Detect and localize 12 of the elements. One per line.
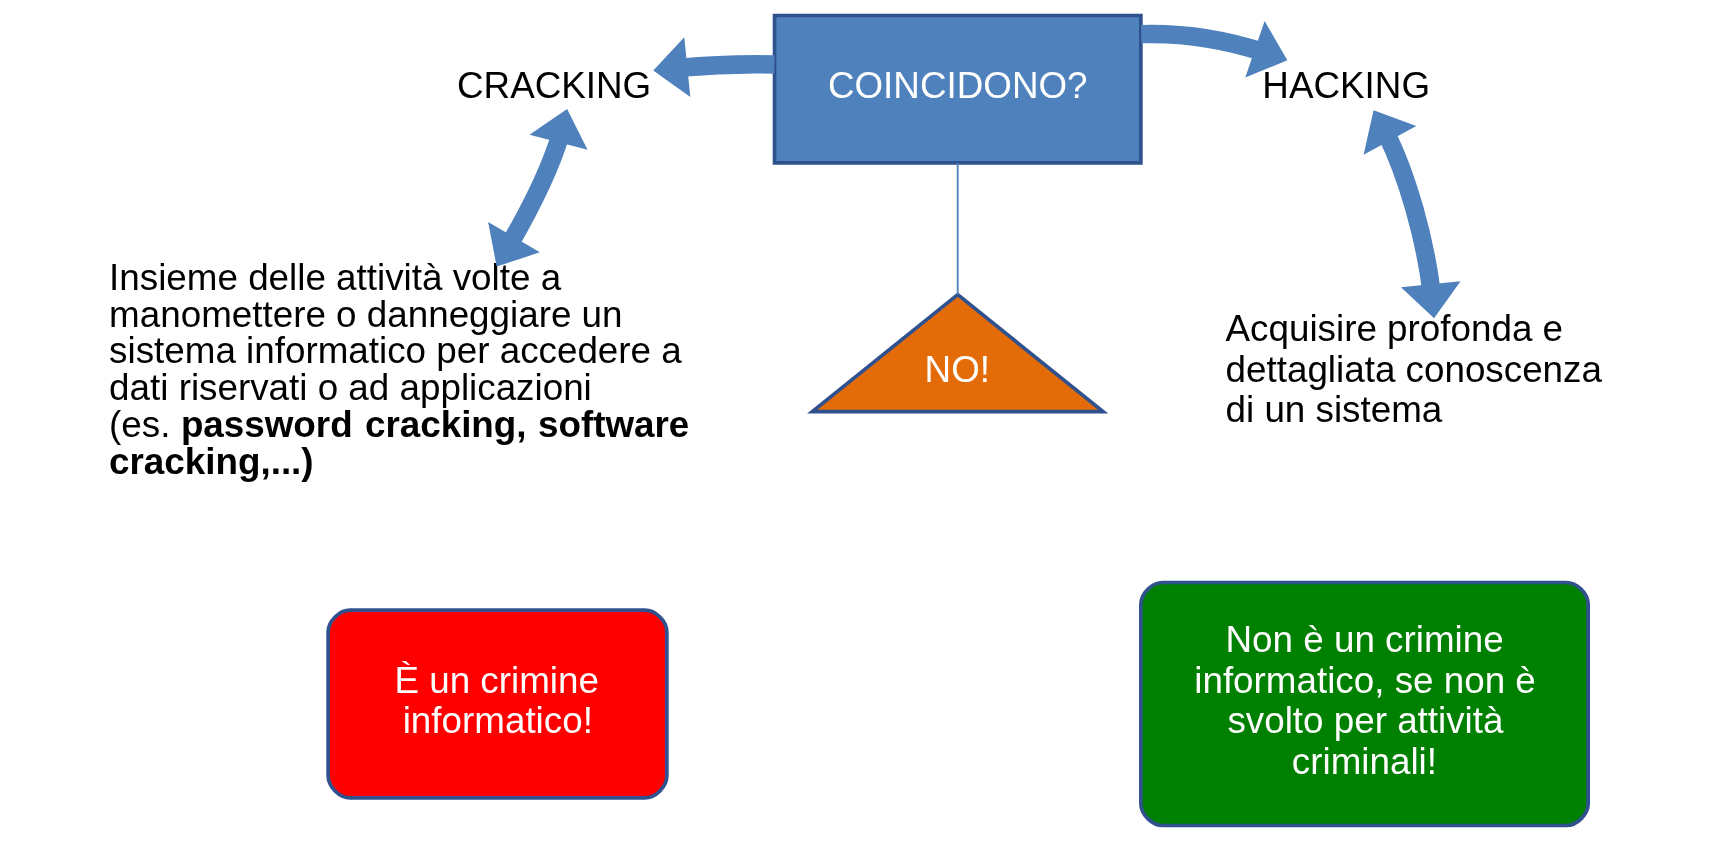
node-text: Insieme delle attività volte a manomettere o danneggiare un sistema informatico per accedere a dati riservati o ad applicazioni (es. password cracking, software cracking,...) [109, 256, 690, 482]
node-box: Non è un crimine informatico, se non è svolto per attività criminali! [1139, 580, 1590, 828]
node-text: Acquisire profonda e dettagliata conoscenza di un sistema [1225, 308, 1602, 431]
arrow [1141, 20, 1288, 78]
arrow [488, 109, 588, 267]
node-text: CRACKING [457, 65, 652, 107]
node-box: È un crimine informatico! [326, 608, 669, 800]
connector [956, 162, 959, 296]
arrow [1363, 110, 1461, 319]
arrow [653, 37, 775, 97]
node-box: COINCIDONO? [772, 13, 1143, 165]
node-text: HACKING [1262, 65, 1431, 107]
